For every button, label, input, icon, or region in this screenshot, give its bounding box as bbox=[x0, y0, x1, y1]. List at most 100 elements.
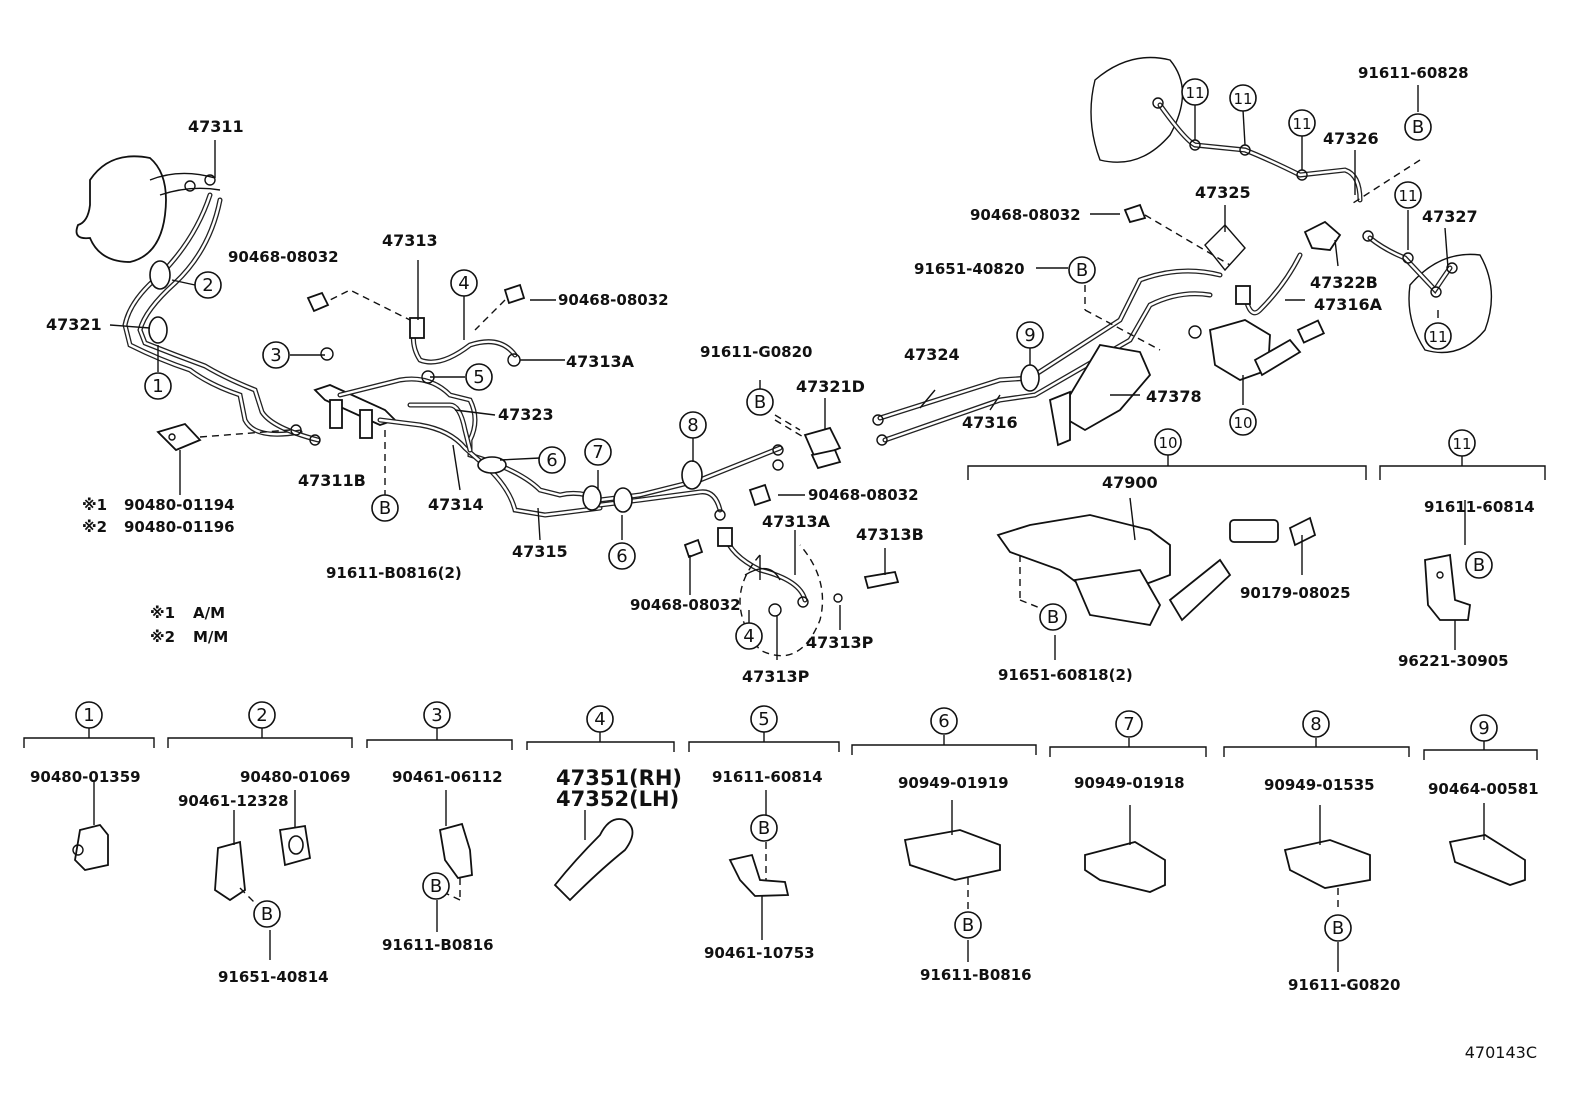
callout-c2-0: 2 bbox=[194, 271, 222, 299]
note-mark-1b: ※1 bbox=[150, 604, 175, 622]
callout-b-10: B bbox=[371, 494, 399, 522]
part-label-p90468c: 90468-08032 bbox=[808, 486, 919, 504]
callout-c10-21: 10 bbox=[1154, 428, 1182, 456]
part-label-d6_b: 91611-B0816 bbox=[920, 966, 1032, 984]
part-label-p47313P: 47313P bbox=[806, 633, 874, 652]
callout-text: 5 bbox=[758, 709, 769, 730]
diagram-code: 470143C bbox=[1465, 1043, 1537, 1062]
callout-c11-22: 11 bbox=[1448, 429, 1476, 457]
part-label-p47315: 47315 bbox=[512, 542, 568, 561]
valve-assembly-47900 bbox=[996, 497, 1317, 626]
callout-c9-33: 9 bbox=[1470, 714, 1498, 742]
callout-c9-12: 9 bbox=[1016, 321, 1044, 349]
part-label-p47323: 47323 bbox=[498, 405, 554, 424]
rear-drum-left bbox=[1362, 230, 1493, 354]
part-label-p47321: 47321 bbox=[46, 315, 102, 334]
part-label-p90468b: 90468-08032 bbox=[558, 291, 669, 309]
callout-c3-27: 3 bbox=[423, 701, 451, 729]
part-label-d6_a: 90949-01919 bbox=[898, 774, 1009, 792]
callout-b-37: B bbox=[954, 911, 982, 939]
note-mark-2b: ※2 bbox=[150, 628, 175, 646]
callout-text: B bbox=[1412, 117, 1424, 138]
part-label-p47327: 47327 bbox=[1422, 207, 1478, 226]
callout-c6-5: 6 bbox=[538, 446, 566, 474]
callout-c8-32: 8 bbox=[1302, 710, 1330, 738]
callout-text: B bbox=[430, 876, 442, 897]
callout-text: 3 bbox=[270, 345, 281, 366]
note-text-2: M/M bbox=[193, 628, 228, 646]
part-label-d2_a: 90480-01069 bbox=[240, 768, 351, 786]
callout-text: 11 bbox=[1398, 187, 1417, 205]
part-label-d4_a: 47351(RH) bbox=[556, 766, 682, 790]
part-label-p47322B: 47322B bbox=[1310, 273, 1378, 292]
callout-text: 3 bbox=[431, 705, 442, 726]
part-label-p90468d: 90468-08032 bbox=[630, 596, 741, 614]
callout-c8-8: 8 bbox=[679, 411, 707, 439]
part-label-d2_b: 90461-12328 bbox=[178, 792, 289, 810]
callout-c10-20: 10 bbox=[1229, 408, 1257, 436]
part-label-d1_a: 90480-01359 bbox=[30, 768, 141, 786]
callout-c11-16: 11 bbox=[1288, 109, 1316, 137]
callout-c4-28: 4 bbox=[586, 705, 614, 733]
callout-text: 4 bbox=[594, 709, 605, 730]
callout-c1-25: 1 bbox=[75, 701, 103, 729]
callout-c7-6: 7 bbox=[584, 438, 612, 466]
callout-text: B bbox=[1332, 918, 1344, 939]
part-label-p91611_60828: 91611-60828 bbox=[1358, 64, 1469, 82]
callout-text: 7 bbox=[1123, 714, 1134, 735]
callout-c4-3: 4 bbox=[450, 269, 478, 297]
part-label-p91651_40820: 91651-40820 bbox=[914, 260, 1025, 278]
brake-lines-middle bbox=[320, 347, 784, 521]
part-group-7 bbox=[1084, 805, 1166, 893]
callout-c3-2: 3 bbox=[262, 341, 290, 369]
callout-text: 9 bbox=[1478, 718, 1489, 739]
callout-b-35: B bbox=[422, 872, 450, 900]
callout-c11-14: 11 bbox=[1181, 78, 1209, 106]
part-label-d2_c: 91651-40814 bbox=[218, 968, 329, 986]
callout-text: B bbox=[1076, 260, 1088, 281]
callout-text: 5 bbox=[473, 367, 484, 388]
part-group-8 bbox=[1283, 805, 1371, 972]
part-label-d4_b: 47352(LH) bbox=[556, 787, 679, 811]
callout-b-17: B bbox=[1404, 113, 1432, 141]
part-label-p47314: 47314 bbox=[428, 495, 484, 514]
callout-text: 8 bbox=[1310, 714, 1321, 735]
part-label-d7_a: 90949-01918 bbox=[1074, 774, 1185, 792]
callout-text: 11 bbox=[1428, 328, 1447, 346]
callout-c11-19: 11 bbox=[1424, 322, 1452, 350]
proportioning-valve bbox=[1188, 319, 1326, 381]
callout-text: 1 bbox=[83, 705, 94, 726]
callout-c6-30: 6 bbox=[930, 707, 958, 735]
callout-b-38: B bbox=[1324, 914, 1352, 942]
part-label-d5_b: 90461-10753 bbox=[704, 944, 815, 962]
part-label-p47900: 47900 bbox=[1102, 473, 1158, 492]
hose-47313a-lower bbox=[683, 483, 900, 657]
clamp-90480-01194 bbox=[156, 422, 291, 495]
callout-text: 11 bbox=[1233, 90, 1252, 108]
part-group-6 bbox=[903, 800, 1001, 962]
callout-text: 7 bbox=[592, 442, 603, 463]
part-label-p47324: 47324 bbox=[904, 345, 960, 364]
part-label-p90480_01194: 90480-01194 bbox=[124, 496, 235, 514]
group-brackets bbox=[23, 455, 1546, 760]
note-text-1: A/M bbox=[193, 604, 225, 622]
callout-text: B bbox=[379, 498, 391, 519]
part-label-d8_b: 91611-G0820 bbox=[1288, 976, 1400, 994]
callout-text: 10 bbox=[1233, 414, 1252, 432]
callout-text: 6 bbox=[938, 711, 949, 732]
callout-c11-18: 11 bbox=[1394, 181, 1422, 209]
callout-text: 8 bbox=[687, 415, 698, 436]
notes: ※1 ※2 ※1 A/M ※2 M/M bbox=[82, 496, 228, 646]
callout-text: 6 bbox=[546, 450, 557, 471]
callout-c5-4: 5 bbox=[465, 363, 493, 391]
part-label-p96221: 96221-30905 bbox=[1398, 652, 1509, 670]
part-label-p47313A: 47313A bbox=[566, 352, 635, 371]
brake-lines-left bbox=[122, 192, 321, 446]
part-label-p47313A2: 47313A bbox=[762, 512, 831, 531]
part-group-3 bbox=[436, 790, 473, 932]
callout-text: B bbox=[758, 818, 770, 839]
callout-text: B bbox=[1047, 607, 1059, 628]
part-label-p90468e: 90468-08032 bbox=[970, 206, 1081, 224]
callout-b-13: B bbox=[1068, 256, 1096, 284]
callout-b-23: B bbox=[1039, 603, 1067, 631]
